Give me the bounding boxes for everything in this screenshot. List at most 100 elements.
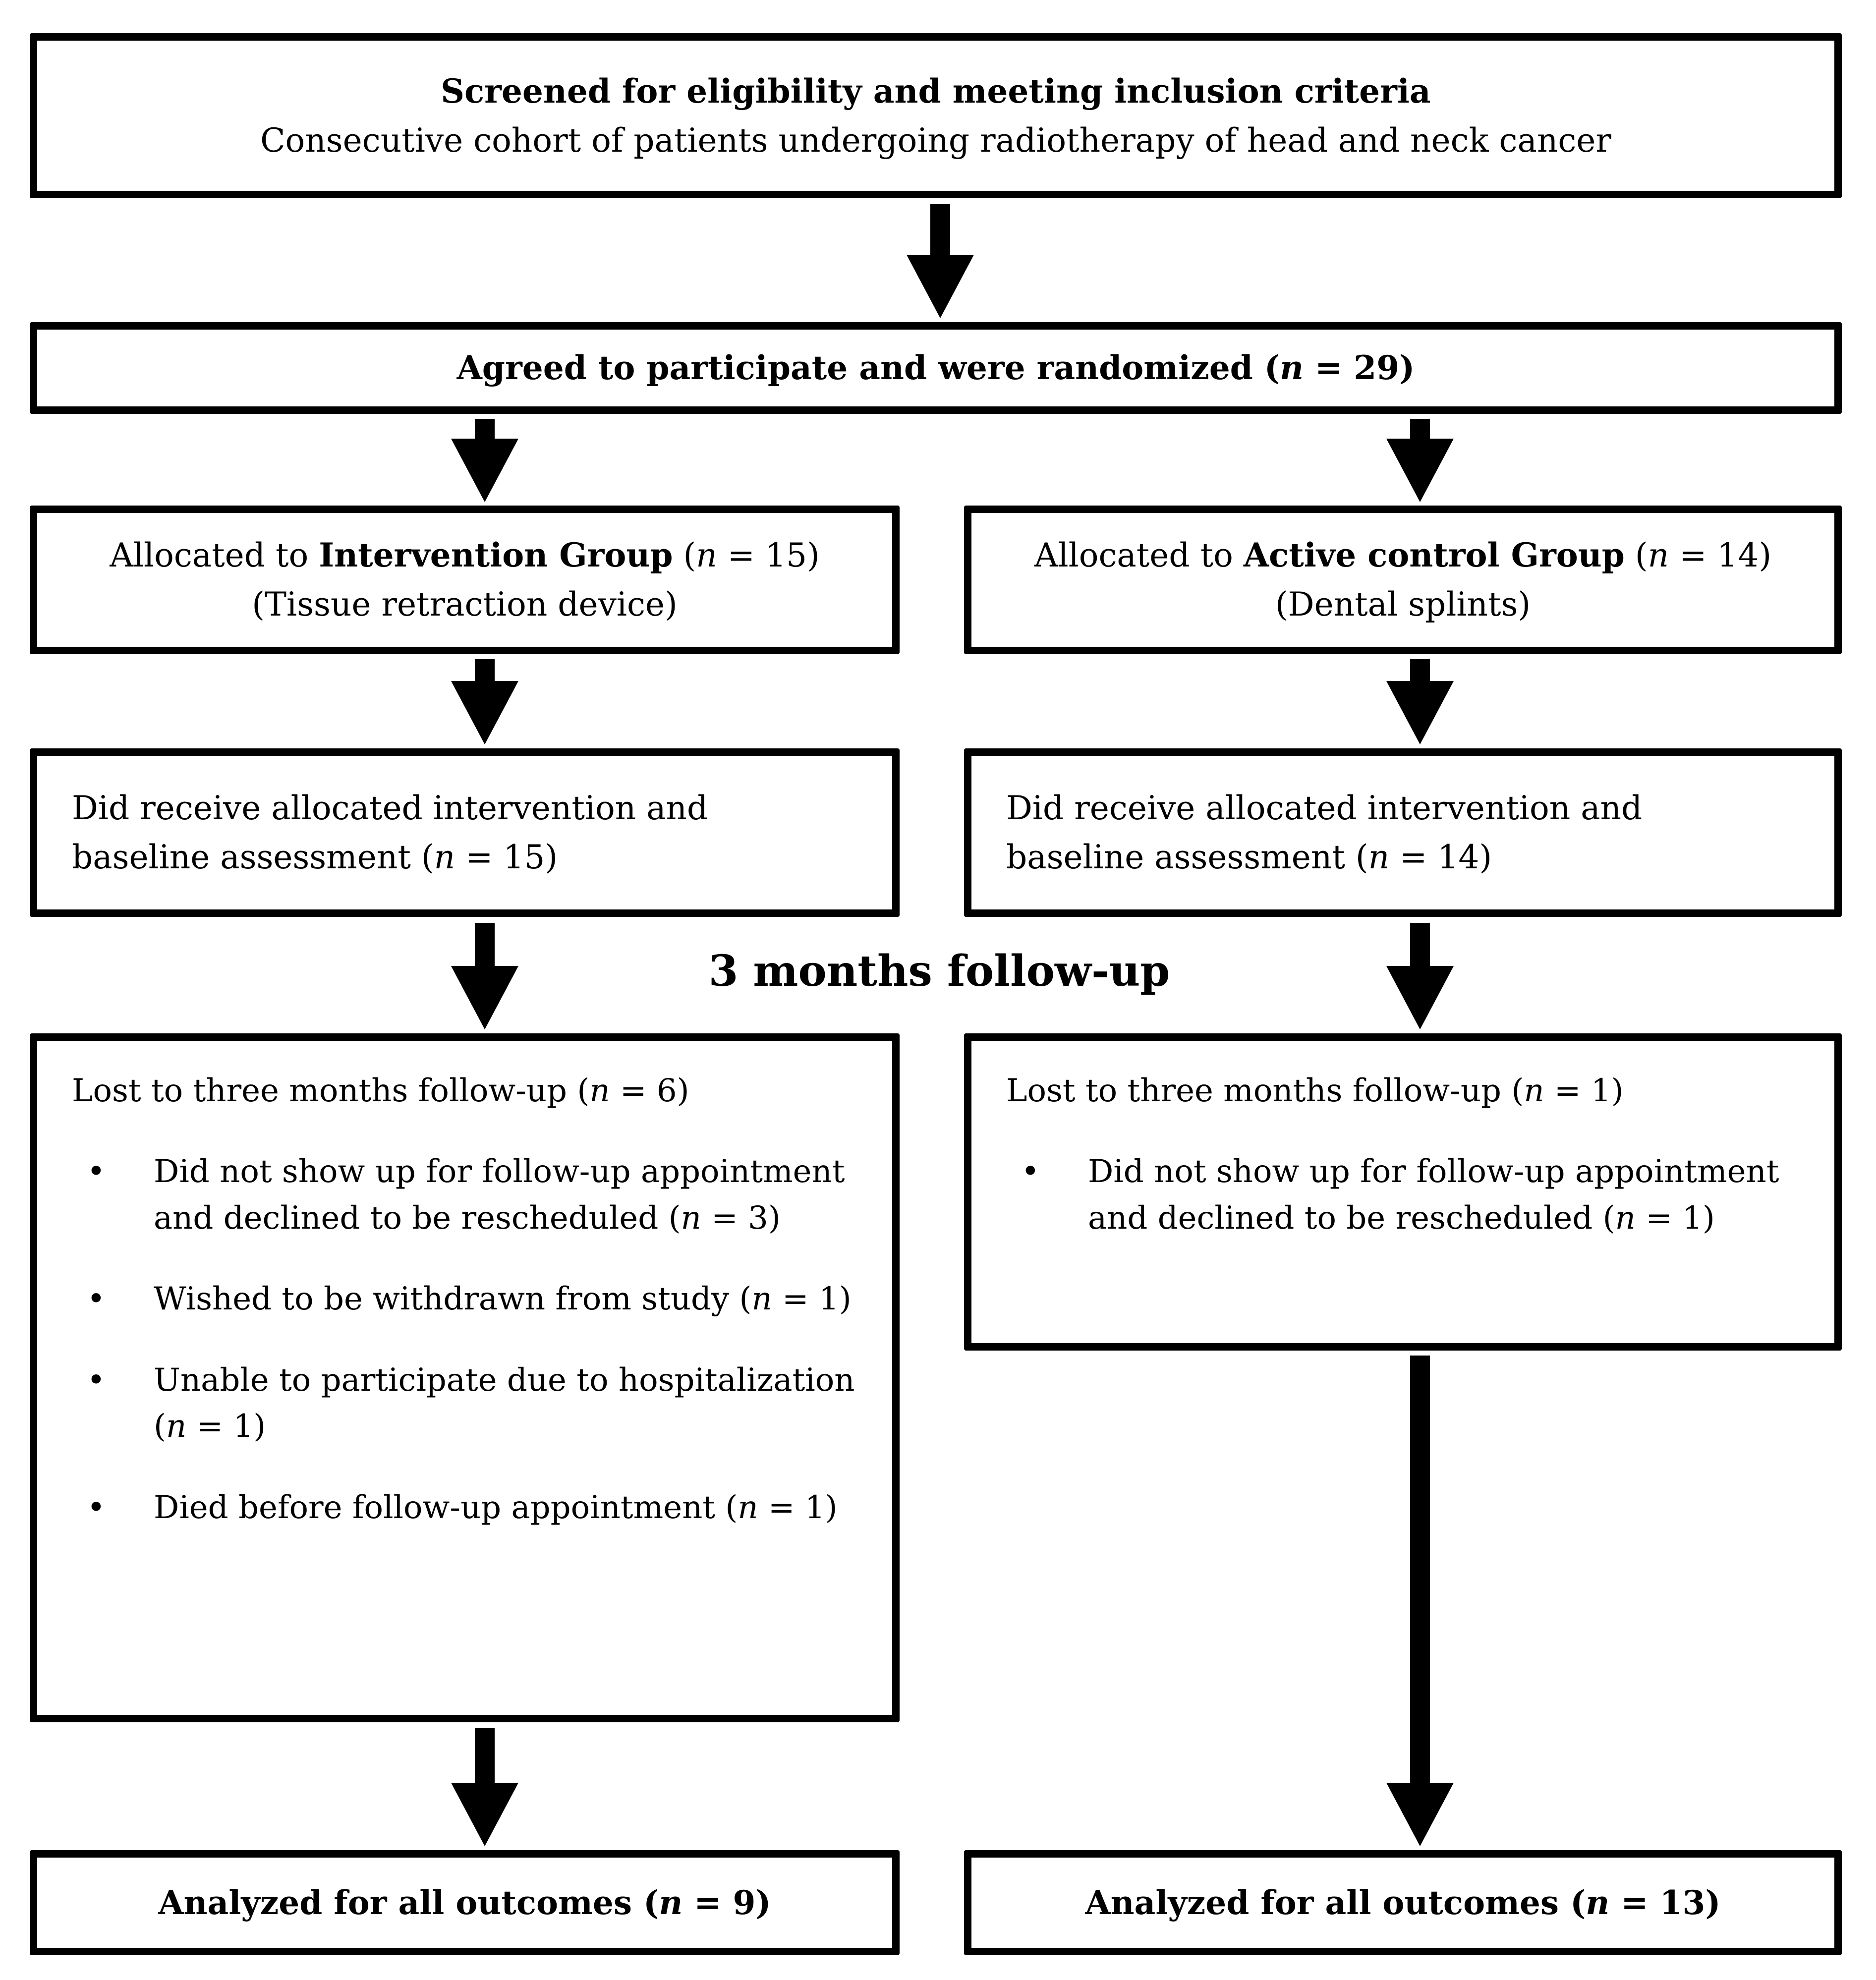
arrow-stem — [1410, 923, 1430, 966]
arrow-head-icon — [451, 1783, 518, 1846]
arrow-head-icon — [451, 439, 518, 502]
lost-title-n: n — [589, 1073, 610, 1109]
arrow-head-icon — [451, 966, 518, 1029]
arrow-received-to-lost-intervention — [451, 923, 518, 1029]
reason-n: n — [738, 1489, 758, 1526]
arrow-stem — [475, 1728, 495, 1783]
arrow-stem — [1410, 419, 1430, 439]
analyzed-control-box: Analyzed for all outcomes (n = 13) — [964, 1850, 1842, 1955]
received-intervention-box: Did receive allocated intervention and b… — [30, 748, 900, 917]
alloc-n: n — [696, 536, 717, 574]
arrow-stem — [1410, 1356, 1430, 1783]
reason-n: n — [751, 1281, 772, 1318]
lost-reason-text: Did not show up for follow-up appointmen… — [154, 1153, 845, 1236]
analyzed-pre: Analyzed for all outcomes ( — [1085, 1883, 1586, 1922]
randomized-n: n — [1280, 348, 1304, 387]
reason-pre: Did not show up for follow-up appointmen… — [154, 1153, 845, 1237]
received-control-text: Did receive allocated intervention and b… — [1006, 784, 1790, 882]
allocated-intervention-line1: Allocated to Intervention Group (n = 15) — [37, 531, 892, 580]
reason-pre: Died before follow-up appointment ( — [154, 1489, 738, 1526]
lost-followup-control-box: Lost to three months follow-up (n = 1) •… — [964, 1033, 1842, 1351]
bullet-icon: • — [87, 1361, 106, 1399]
received-post: = 14) — [1389, 838, 1492, 876]
received-n: n — [434, 838, 455, 876]
lost-followup-intervention-box: Lost to three months follow-up (n = 6) •… — [30, 1033, 900, 1722]
received-intervention-text: Did receive allocated intervention and b… — [72, 784, 848, 882]
reason-post: = 1) — [758, 1489, 838, 1526]
arrow-head-icon — [907, 255, 974, 318]
reason-post: = 1) — [772, 1281, 852, 1318]
lost-title: Lost to three months follow-up (n = 6) — [72, 1068, 857, 1114]
arrow-lost-to-analyzed-control — [1386, 1356, 1454, 1846]
alloc-group-name: Active control Group — [1243, 536, 1625, 574]
received-pre: Did receive allocated intervention and b… — [1006, 789, 1643, 876]
reason-n: n — [681, 1199, 701, 1237]
lost-title-n: n — [1524, 1073, 1544, 1109]
arrow-stem — [475, 659, 495, 681]
arrow-screened-to-randomized — [907, 204, 974, 318]
received-pre: Did receive allocated intervention and b… — [72, 789, 708, 876]
alloc-group-name: Intervention Group — [319, 536, 673, 574]
lost-reason-item: • Wished to be withdrawn from study (n =… — [72, 1276, 857, 1322]
alloc-pre: Allocated to — [1034, 536, 1244, 574]
arrow-stem — [475, 419, 495, 439]
arrow-received-to-lost-control — [1386, 923, 1454, 1029]
lost-reasons-list: • Did not show up for follow-up appointm… — [72, 1114, 857, 1531]
randomized-pre: Agreed to participate and were randomize… — [456, 348, 1280, 387]
reason-pre: Did not show up for follow-up appointmen… — [1088, 1153, 1779, 1237]
allocated-control-line1: Allocated to Active control Group (n = 1… — [971, 531, 1834, 580]
screened-box: Screened for eligibility and meeting inc… — [30, 33, 1842, 198]
alloc-n: n — [1648, 536, 1669, 574]
alloc-paren: ( — [673, 536, 696, 574]
received-post: = 15) — [455, 838, 558, 876]
analyzed-post: = 13) — [1609, 1883, 1721, 1922]
lost-reason-item: • Died before follow-up appointment (n =… — [72, 1485, 857, 1531]
lost-reasons-list: • Did not show up for follow-up appointm… — [1006, 1114, 1800, 1242]
arrow-head-icon — [1386, 1783, 1454, 1846]
analyzed-n: n — [659, 1883, 683, 1922]
arrow-randomized-to-intervention — [451, 419, 518, 502]
lost-title: Lost to three months follow-up (n = 1) — [1006, 1068, 1800, 1114]
arrow-head-icon — [1386, 681, 1454, 744]
allocated-intervention-line2: (Tissue retraction device) — [252, 585, 678, 623]
randomized-text: Agreed to participate and were randomize… — [37, 343, 1834, 393]
received-control-box: Did receive allocated intervention and b… — [964, 748, 1842, 917]
arrow-head-icon — [451, 681, 518, 744]
bullet-icon: • — [87, 1489, 106, 1526]
screened-title: Screened for eligibility and meeting inc… — [441, 71, 1431, 111]
lost-reason-text: Died before follow-up appointment (n = 1… — [154, 1489, 838, 1526]
bullet-icon: • — [1021, 1153, 1040, 1190]
arrow-control-to-received — [1386, 659, 1454, 744]
analyzed-pre: Analyzed for all outcomes ( — [158, 1883, 659, 1922]
lost-reason-text: Did not show up for follow-up appointmen… — [1088, 1153, 1779, 1236]
arrow-stem — [1410, 659, 1430, 681]
arrow-stem — [930, 204, 950, 255]
screened-subtitle: Consecutive cohort of patients undergoin… — [260, 121, 1611, 160]
lost-reason-item: • Did not show up for follow-up appointm… — [1006, 1149, 1800, 1242]
alloc-pre: Allocated to — [110, 536, 319, 574]
reason-post: = 1) — [1635, 1199, 1715, 1237]
arrow-head-icon — [1386, 439, 1454, 502]
bullet-icon: • — [87, 1153, 106, 1190]
arrow-lost-to-analyzed-intervention — [451, 1728, 518, 1846]
bullet-icon: • — [87, 1281, 106, 1318]
reason-n: n — [166, 1408, 187, 1445]
allocated-control-box: Allocated to Active control Group (n = 1… — [964, 506, 1842, 654]
alloc-post: = 15) — [717, 536, 820, 574]
followup-label: 3 months follow-up — [708, 946, 1170, 996]
arrow-randomized-to-control — [1386, 419, 1454, 502]
reason-n: n — [1615, 1199, 1636, 1237]
allocated-control-line2: (Dental splints) — [1275, 585, 1531, 623]
analyzed-control-text: Analyzed for all outcomes (n = 13) — [971, 1878, 1834, 1927]
randomized-box: Agreed to participate and were randomize… — [30, 322, 1842, 414]
allocated-intervention-box: Allocated to Intervention Group (n = 15)… — [30, 506, 900, 654]
lost-title-pre: Lost to three months follow-up ( — [1006, 1073, 1524, 1109]
arrow-stem — [475, 923, 495, 966]
lost-reason-item: • Unable to participate due to hospitali… — [72, 1358, 857, 1450]
analyzed-intervention-text: Analyzed for all outcomes (n = 9) — [37, 1878, 892, 1927]
lost-title-post: = 6) — [610, 1073, 689, 1109]
reason-pre: Wished to be withdrawn from study ( — [154, 1281, 752, 1318]
analyzed-post: = 9) — [682, 1883, 771, 1922]
reason-post: = 3) — [701, 1199, 781, 1237]
